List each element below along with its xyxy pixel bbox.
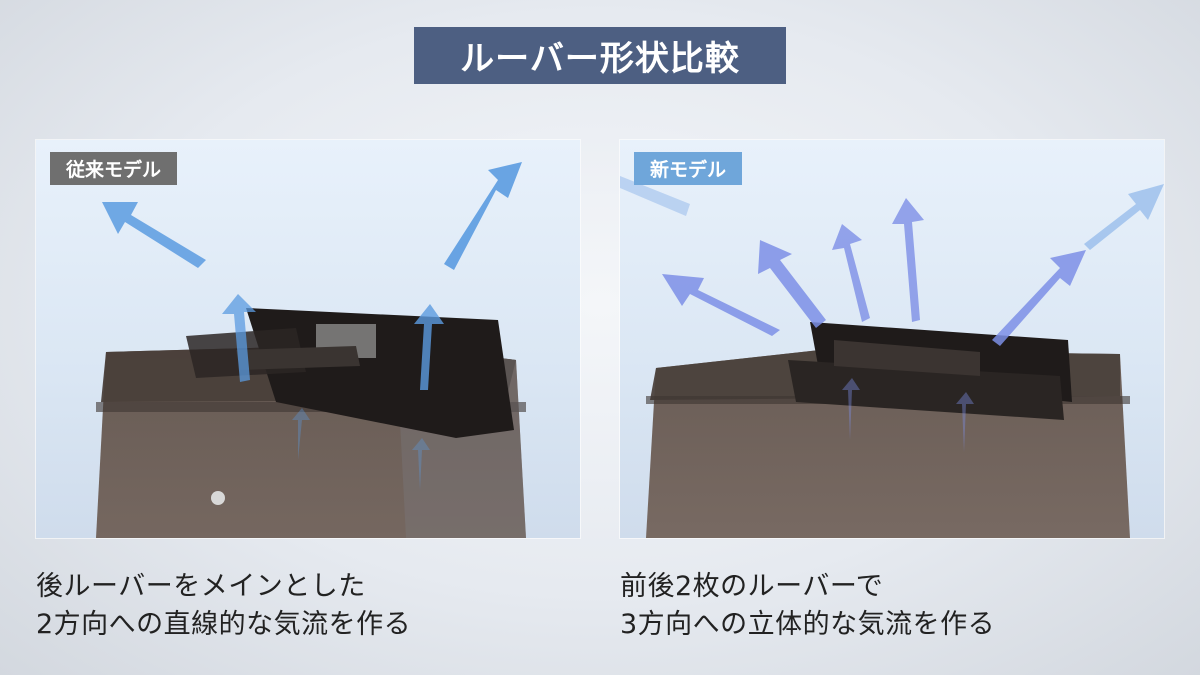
logo-dot-icon — [211, 491, 225, 505]
old-model-caption: 後ルーバーをメインとした 2方向への直線的な気流を作る — [36, 568, 411, 644]
airflow-arrow-center-left-icon — [832, 224, 870, 322]
airflow-arrows-old — [102, 162, 522, 490]
airflow-arrow-right-icon — [444, 162, 522, 270]
new-model-label: 新モデル — [634, 152, 743, 185]
old-model-illustration — [96, 162, 526, 538]
front-and-rear-louvers — [788, 322, 1072, 420]
old-model-panel: 従来モデル — [36, 140, 580, 538]
airflow-arrow-right-icon — [992, 250, 1086, 346]
new-model-illustration — [620, 176, 1164, 538]
airflow-arrows-new — [620, 176, 1164, 452]
old-model-label: 従来モデル — [50, 152, 178, 185]
airflow-arrow-left-icon — [102, 202, 206, 268]
new-caption-line-2: 3方向への立体的な気流を作る — [620, 609, 996, 640]
title-banner: ルーバー形状比較 — [414, 27, 786, 84]
airflow-arrow-center-icon — [892, 198, 924, 322]
rear-louver — [186, 308, 514, 438]
new-model-panel: 新モデル — [620, 140, 1164, 538]
airflow-arrow-far-left-icon — [662, 274, 780, 336]
airflow-arrow-up-right-icon — [414, 304, 444, 390]
airflow-arrow-far-right-icon — [1084, 184, 1164, 250]
new-caption-line-1: 前後2枚のルーバーで — [620, 571, 884, 602]
new-model-caption: 前後2枚のルーバーで 3方向への立体的な気流を作る — [620, 568, 995, 644]
old-model-label-text: 従来モデル — [66, 159, 162, 181]
old-caption-line-1: 後ルーバーをメインとした — [36, 571, 366, 602]
old-caption-line-2: 2方向への直線的な気流を作る — [36, 609, 412, 640]
airflow-arrow-left-icon — [758, 240, 826, 328]
page-title: ルーバー形状比較 — [460, 39, 740, 79]
airflow-arrow-up-left-icon — [222, 294, 256, 382]
new-model-label-text: 新モデル — [650, 159, 727, 181]
